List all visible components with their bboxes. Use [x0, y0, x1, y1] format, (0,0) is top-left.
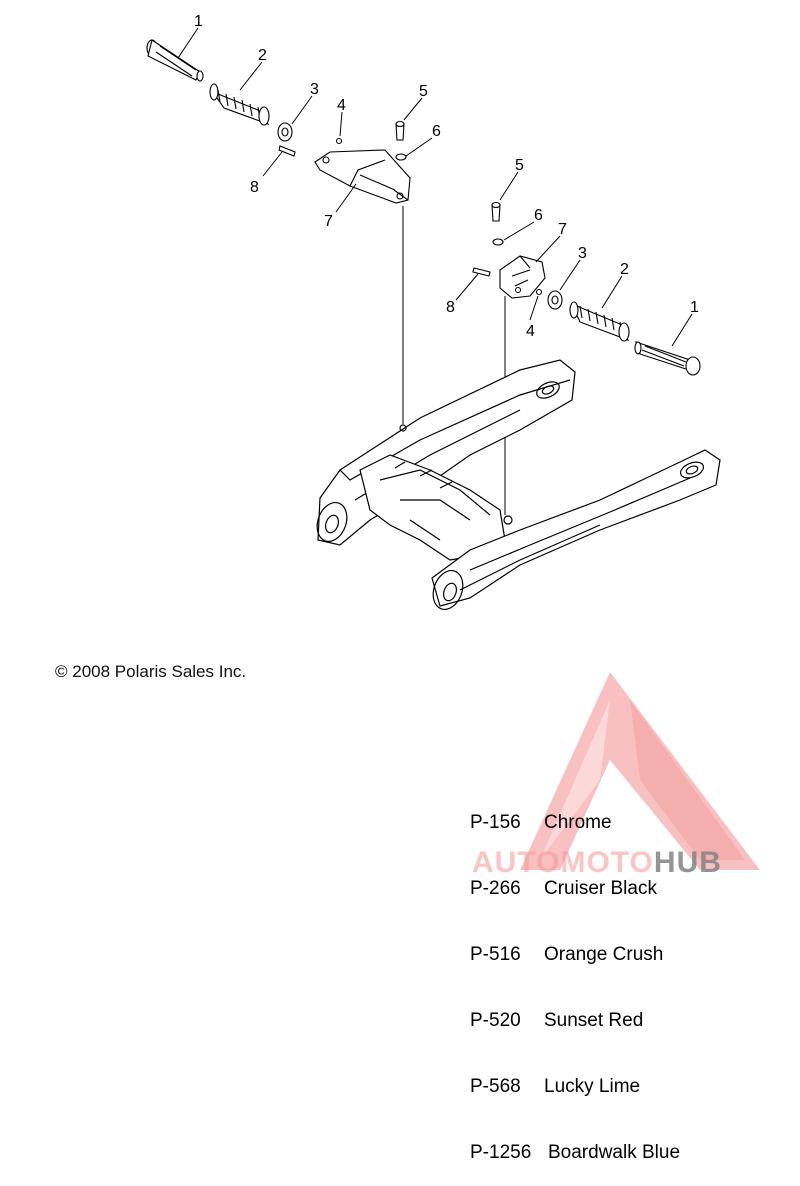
- callout-right-7: 7: [558, 221, 567, 238]
- legend-color-name: Boardwalk Blue: [548, 1142, 681, 1163]
- legend-code: P-156: [470, 812, 521, 833]
- right-part-2-rubber: [569, 301, 630, 342]
- watermark-text-part2: HUB: [653, 846, 722, 879]
- right-part-4-clip: [535, 288, 543, 296]
- legend-color-name: Lucky Lime: [544, 1076, 641, 1097]
- callout-left-8: 8: [250, 179, 259, 196]
- watermark-text-part1: AUTOMOTO: [472, 846, 654, 879]
- legend-code: P-568: [470, 1076, 521, 1097]
- right-part-6-washer: [492, 238, 504, 246]
- right-part-3-washer: [547, 290, 563, 310]
- copyright-notice: © 2008 Polaris Sales Inc.: [55, 662, 247, 681]
- legend-row: P-568 Lucky Lime: [470, 1076, 680, 1098]
- left-part-8-pin: [278, 145, 296, 157]
- leader-lines: [177, 27, 693, 347]
- legend-color-name: Sunset Red: [544, 1010, 644, 1031]
- callout-right-4: 4: [526, 323, 535, 340]
- legend-row: P-266 Cruiser Black: [470, 878, 680, 900]
- callout-right-1: 1: [690, 299, 699, 316]
- legend-row: P-520 Sunset Red: [470, 1010, 680, 1032]
- callout-left-3: 3: [310, 81, 319, 98]
- watermark-text: AUTOMOTOHUB: [472, 846, 722, 880]
- legend-row: P-156 Chrome: [470, 812, 680, 834]
- callout-right-5: 5: [515, 157, 524, 174]
- right-part-1-pin: [634, 341, 701, 376]
- legend-color-name: Cruiser Black: [544, 878, 657, 899]
- left-part-3-washer: [277, 122, 293, 142]
- legend-code: P-516: [470, 944, 521, 965]
- legend-color-name: Chrome: [544, 812, 612, 833]
- left-part-6-washer: [395, 153, 407, 161]
- legend-row: P-1256 Boardwalk Blue: [470, 1142, 680, 1164]
- callout-left-2: 2: [258, 47, 267, 64]
- parts-diagram: 1 2 3 4 5 6 7 8 1 2 3 4 5 6 7 8: [146, 13, 721, 610]
- left-part-5-bolt: [395, 120, 405, 141]
- callout-right-3: 3: [578, 245, 587, 262]
- left-part-1-pin: [146, 39, 204, 82]
- right-part-8-pin: [472, 267, 491, 277]
- left-part-2-rubber: [209, 83, 270, 126]
- left-part-4-clip: [335, 137, 343, 145]
- callout-left-4: 4: [337, 97, 346, 114]
- swingarm: [316, 359, 721, 610]
- legend-code: P-520: [470, 1010, 521, 1031]
- callout-right-6: 6: [534, 207, 543, 224]
- legend-row: P-516 Orange Crush: [470, 944, 680, 966]
- callout-left-6: 6: [432, 123, 441, 140]
- callout-left-1: 1: [194, 13, 203, 30]
- callout-left-7: 7: [324, 213, 333, 230]
- legend-code: P-266: [470, 878, 521, 899]
- right-part-7-bracket: [499, 255, 546, 299]
- right-part-5-bolt: [491, 201, 501, 222]
- legend-color-name: Orange Crush: [544, 944, 664, 965]
- callout-right-2: 2: [620, 261, 629, 278]
- callout-right-8: 8: [446, 299, 455, 316]
- color-legend: P-156 Chrome P-266 Cruiser Black P-516 Oran…: [470, 768, 680, 1186]
- legend-code: P-1256: [470, 1142, 532, 1163]
- callout-left-5: 5: [419, 83, 428, 100]
- left-part-7-bracket: [314, 149, 411, 204]
